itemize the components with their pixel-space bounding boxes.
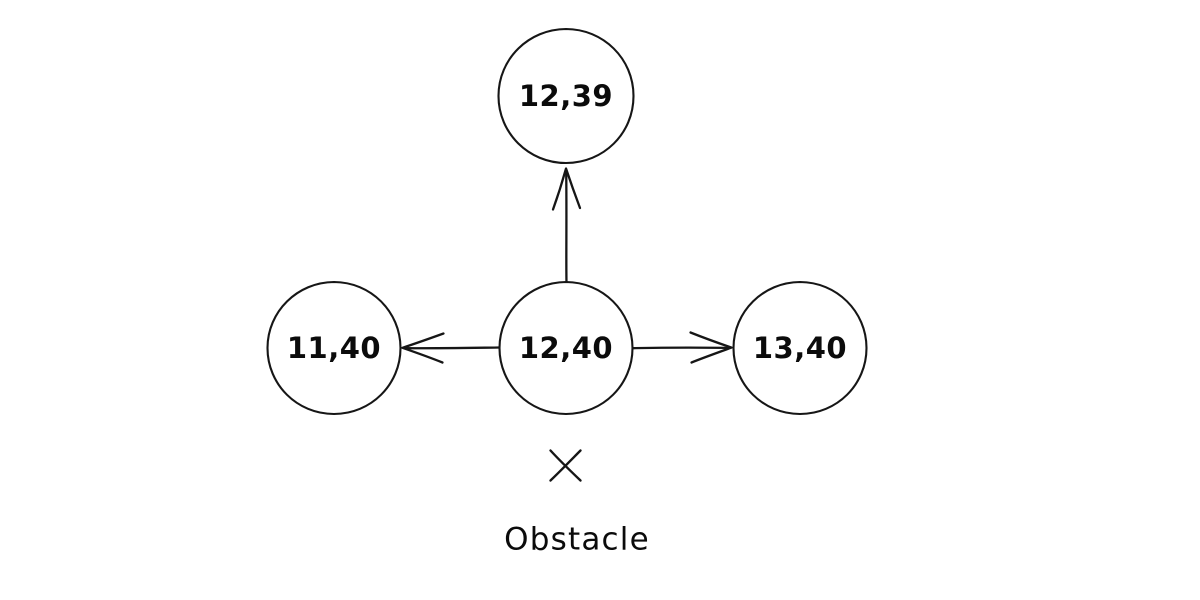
node-center-label: 12,40 <box>519 331 613 365</box>
node-left[interactable]: 11,40 <box>266 280 402 416</box>
node-right[interactable]: 13,40 <box>732 280 868 416</box>
node-left-label: 11,40 <box>287 331 381 365</box>
node-up[interactable]: 12,39 <box>497 27 635 165</box>
obstacle-x-icon <box>549 449 582 482</box>
edge-center-right-line <box>631 346 731 350</box>
node-right-circle <box>732 280 868 416</box>
edge-center-right-arrowhead <box>689 331 733 364</box>
node-right-label: 13,40 <box>753 331 847 365</box>
edge-center-up <box>551 167 582 285</box>
node-up-label: 12,39 <box>519 79 613 113</box>
edge-center-right <box>631 331 733 364</box>
obstacle-x-stroke-1 <box>549 449 582 482</box>
edge-center-left-line <box>403 346 501 350</box>
node-center[interactable]: 12,40 <box>498 280 634 416</box>
node-up-circle <box>497 27 635 165</box>
edge-center-up-arrowhead <box>551 167 582 211</box>
obstacle-x-stroke-2 <box>549 449 582 482</box>
edge-center-left <box>401 332 501 364</box>
node-left-circle <box>266 280 402 416</box>
edge-center-left-arrowhead <box>401 332 445 364</box>
obstacle-label: Obstacle <box>504 522 650 558</box>
node-center-circle <box>498 280 634 416</box>
